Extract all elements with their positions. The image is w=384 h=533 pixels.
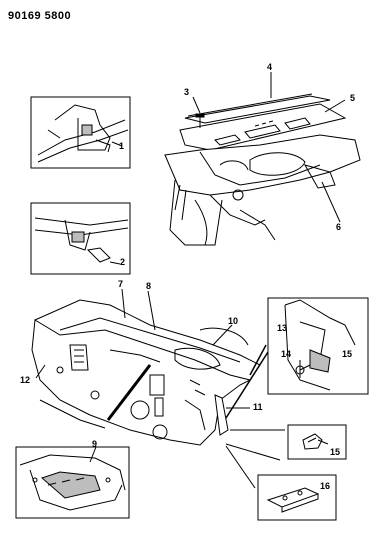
inset-box-2 <box>30 202 131 275</box>
callout-16: 16 <box>320 481 331 491</box>
callout-6: 6 <box>336 222 342 232</box>
callout-12: 12 <box>20 375 31 385</box>
inset-box-15 <box>287 424 347 460</box>
callout-15-lower: 15 <box>330 447 341 457</box>
inset-box-1 <box>30 96 131 169</box>
callout-11: 11 <box>253 402 263 412</box>
callout-8: 8 <box>146 281 152 291</box>
page-id: 90169 5800 <box>8 10 72 22</box>
inset-box-9 <box>15 446 130 519</box>
dash-panel-assembly <box>31 288 285 489</box>
callout-15-upper: 15 <box>342 349 353 359</box>
callout-13: 13 <box>277 323 288 333</box>
callout-7: 7 <box>118 279 124 289</box>
callout-1: 1 <box>119 141 125 151</box>
callout-9: 9 <box>92 439 98 449</box>
callout-2: 2 <box>120 257 126 267</box>
callout-14: 14 <box>281 349 292 359</box>
callout-10: 10 <box>228 316 239 326</box>
inset-box-right <box>267 297 369 395</box>
inset-box-16 <box>257 474 337 521</box>
cowl-top-assembly <box>164 72 361 246</box>
callout-4: 4 <box>267 62 273 72</box>
callout-5: 5 <box>350 93 356 103</box>
callout-3: 3 <box>184 87 190 97</box>
